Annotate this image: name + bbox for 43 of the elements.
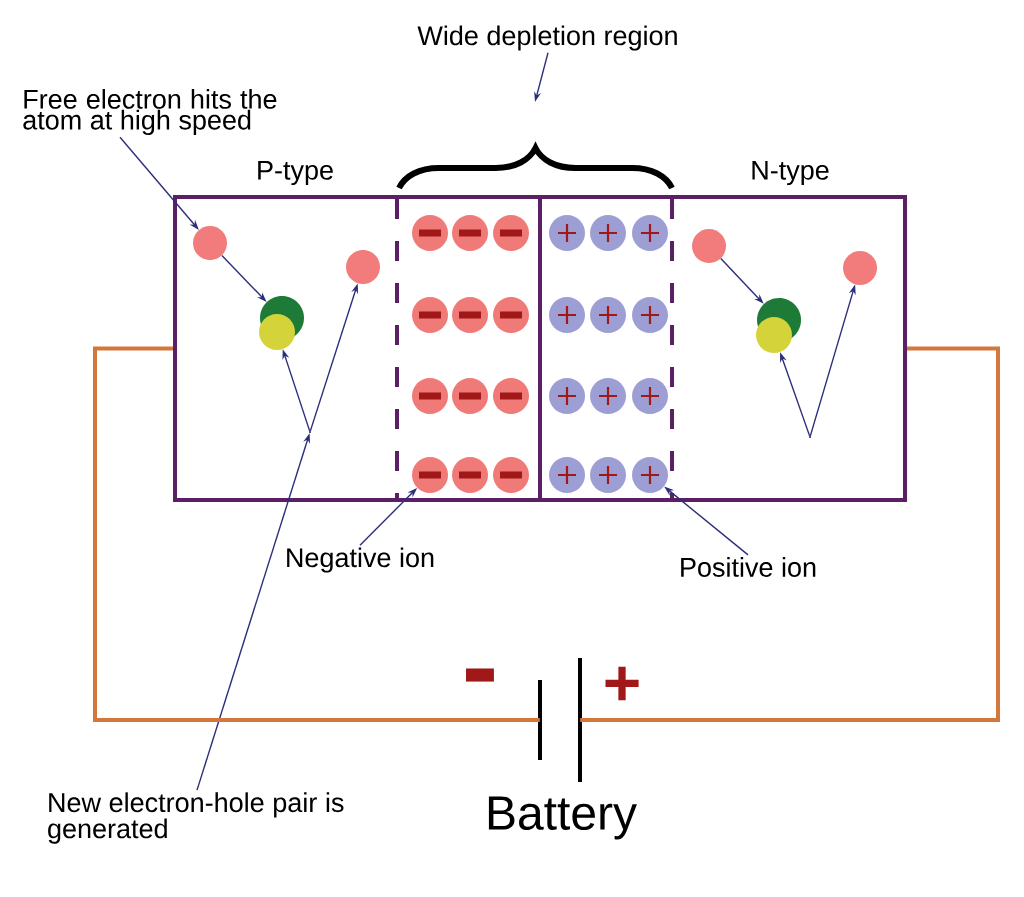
node-label: N-type bbox=[752, 160, 829, 186]
positive-ion bbox=[590, 457, 626, 493]
negative-ion bbox=[452, 378, 488, 414]
positive-ion bbox=[549, 457, 585, 493]
positive-ion bbox=[632, 297, 668, 333]
negative-ion bbox=[452, 215, 488, 251]
node-label: P-type bbox=[258, 160, 333, 186]
annotation-text: New electron-hole pair is generated bbox=[48, 792, 344, 844]
negative-ion bbox=[452, 457, 488, 493]
electron bbox=[346, 250, 380, 284]
battery-symbol bbox=[538, 658, 582, 782]
ion-label: Positive ion bbox=[681, 557, 816, 577]
polarity-sign: - bbox=[466, 668, 494, 682]
negative-ion bbox=[493, 457, 529, 493]
negative-ion bbox=[493, 297, 529, 333]
positive-ion bbox=[590, 378, 626, 414]
hole bbox=[756, 317, 792, 353]
negative-ion bbox=[412, 215, 448, 251]
negative-ion bbox=[452, 297, 488, 333]
electron bbox=[843, 251, 877, 285]
battery-label: Battery bbox=[488, 796, 637, 840]
positive-ion bbox=[632, 457, 668, 493]
region-label: Wide depletion region bbox=[417, 25, 677, 51]
negative-ion bbox=[493, 215, 529, 251]
annotation-text: Free electron hits the atom at high speed bbox=[23, 89, 277, 135]
electron bbox=[692, 229, 726, 263]
positive-ion bbox=[632, 215, 668, 251]
ion-label: Negative ion bbox=[287, 547, 434, 573]
positive-ion bbox=[632, 378, 668, 414]
positive-ion bbox=[590, 297, 626, 333]
positive-ion bbox=[549, 297, 585, 333]
negative-ion bbox=[412, 378, 448, 414]
positive-ion bbox=[549, 215, 585, 251]
wire bbox=[93, 346, 540, 722]
negative-ion bbox=[412, 457, 448, 493]
hole bbox=[259, 314, 295, 350]
wire bbox=[580, 346, 1000, 722]
polarity-sign: + bbox=[605, 666, 639, 701]
positive-ion bbox=[549, 378, 585, 414]
electron bbox=[193, 226, 227, 260]
positive-ion bbox=[590, 215, 626, 251]
negative-ion bbox=[493, 378, 529, 414]
negative-ion bbox=[412, 297, 448, 333]
